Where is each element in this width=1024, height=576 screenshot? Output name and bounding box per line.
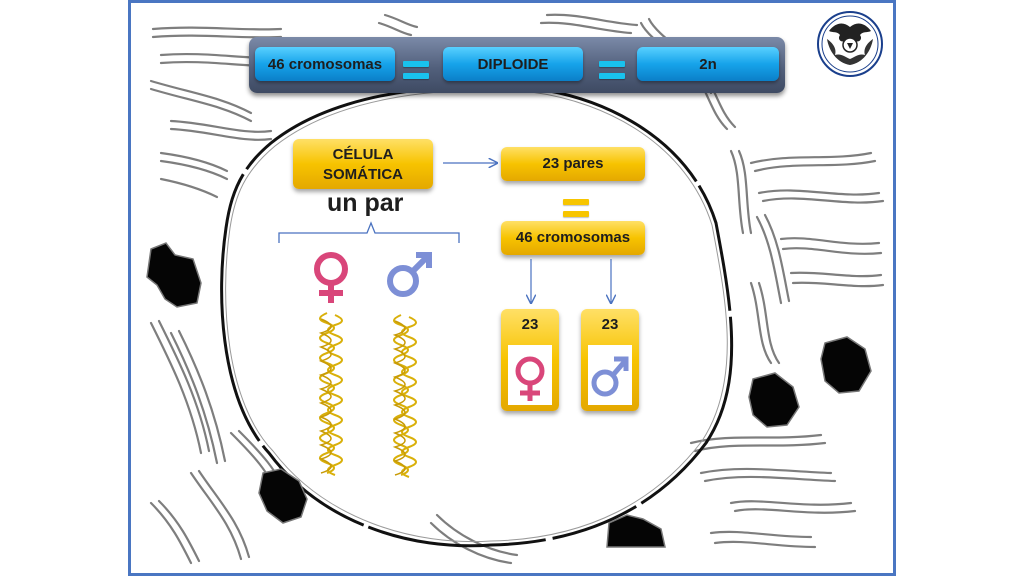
chromosome-count-box: 46 cromosomas [255,47,395,81]
university-seal-icon [817,11,883,77]
slide: 46 cromosomas DIPLOIDE 2n CÉLULA SOMÁTIC… [128,0,896,576]
cell-background [146,13,885,565]
male-card [588,345,632,405]
two-n-box: 2n [637,47,779,81]
diploid-box: DIPLOIDE [443,47,583,81]
male-count: 23 [601,316,619,333]
one-pair-label: un par [327,189,404,217]
somatic-cell-box: CÉLULA SOMÁTICA [293,139,433,189]
female-card [508,345,552,405]
total-chromosomes-box: 46 cromosomas [501,221,645,255]
pairs-box: 23 pares [501,147,645,181]
female-count: 23 [521,316,539,333]
